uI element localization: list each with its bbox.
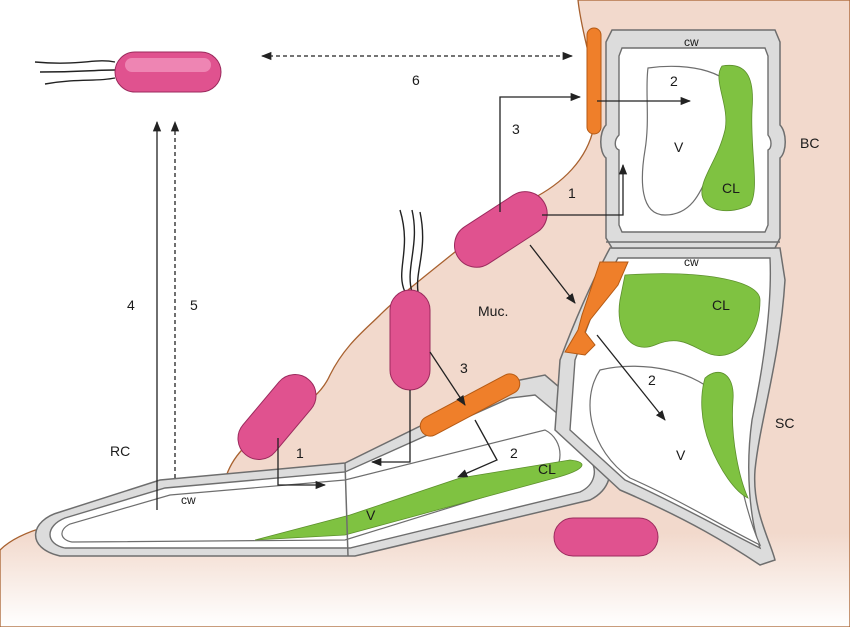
route-3-mid-arrow — [429, 351, 466, 406]
label-route-2-root: 2 — [510, 445, 518, 461]
host-bacterium-top — [586, 27, 602, 135]
host-bacterium-pinched — [564, 261, 629, 356]
label-v-root: V — [366, 507, 376, 523]
route-2-sc-arrow — [596, 334, 666, 421]
bc-cell — [600, 29, 786, 249]
label-route-6: 6 — [412, 72, 420, 88]
label-bc: BC — [800, 135, 819, 151]
route-pinch-arrow — [529, 244, 576, 304]
flagella-icon — [34, 60, 116, 85]
route-1-root-arrow — [277, 438, 327, 490]
bacterium-flagellated-top — [34, 51, 222, 93]
label-route-2-sc: 2 — [648, 372, 656, 388]
bacterium-flagellated-mid — [389, 209, 431, 391]
route-1-top-arrow — [542, 163, 628, 216]
sc-chloroplast-2 — [701, 372, 749, 499]
bacterium-attached-upper — [454, 191, 548, 268]
route-attach-mid-arrow — [370, 390, 411, 467]
label-cl-root: CL — [538, 461, 556, 477]
root-chloroplast — [254, 459, 583, 541]
label-cl-mid: CL — [712, 297, 730, 313]
label-rc: RC — [110, 443, 130, 459]
label-route-4: 4 — [127, 297, 135, 313]
label-sc: SC — [775, 415, 794, 431]
label-muc: Muc. — [478, 303, 508, 319]
route-3-top-arrow — [499, 92, 582, 212]
label-cw-mid: cw — [684, 255, 699, 269]
route-2-root-arrow — [457, 419, 498, 478]
label-cl-top: CL — [722, 180, 740, 196]
label-route-5: 5 — [190, 297, 198, 313]
sc-chloroplast-1 — [618, 273, 761, 356]
label-cw-root: cw — [181, 493, 196, 507]
label-route-1-root: 1 — [296, 445, 304, 461]
label-cw-top: cw — [684, 35, 699, 49]
bacterium-attached-lower — [237, 374, 317, 460]
label-route-3-mid: 3 — [460, 360, 468, 376]
root-hair-cell — [34, 374, 611, 557]
label-v-sc: V — [676, 447, 686, 463]
label-route-2-top: 2 — [670, 73, 678, 89]
label-v-top: V — [674, 139, 684, 155]
label-route-3-top: 3 — [512, 121, 520, 137]
bacterium-soil — [553, 517, 659, 557]
label-route-1-top: 1 — [568, 185, 576, 201]
bc-chloroplast — [701, 64, 755, 212]
sc-cell — [554, 247, 786, 566]
